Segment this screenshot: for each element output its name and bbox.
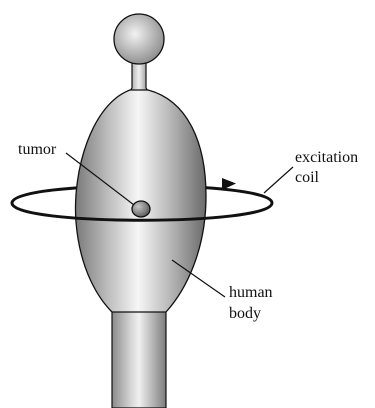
excitation-coil-label-line2: coil [295, 169, 320, 186]
tumor-marker [132, 201, 150, 217]
coil-direction-arrow-icon [222, 178, 236, 190]
body-neck [128, 60, 150, 94]
body-lower-stem [112, 300, 166, 408]
human-body-label-line1: human [229, 284, 273, 301]
human-body-label-line2: body [229, 305, 261, 322]
coil-leader-line [264, 167, 293, 193]
excitation-coil-label-line1: excitation [295, 149, 358, 166]
tumor-label: tumor [18, 141, 57, 158]
head [114, 14, 164, 64]
